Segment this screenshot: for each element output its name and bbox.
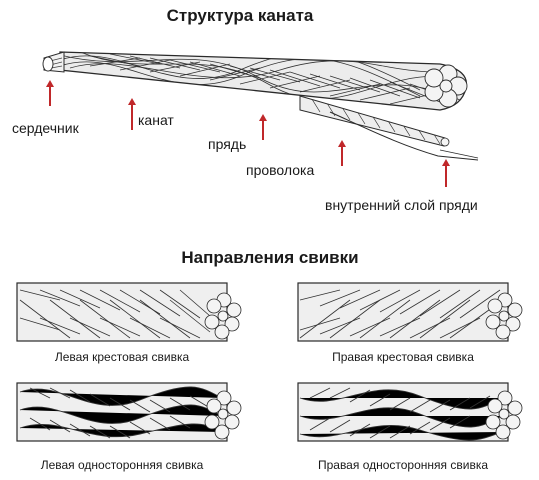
- arrow-wire: [338, 140, 346, 166]
- rope-lay-lines: [60, 52, 461, 105]
- lay-sample-2: [297, 282, 523, 342]
- lay-sample-1: [16, 282, 242, 342]
- label-inner-layer: внутренний слой пряди: [325, 197, 478, 213]
- arrow-rope: [128, 98, 136, 130]
- caption-left-lang-lay: Левая односторонняя свивка: [40, 458, 204, 472]
- strand-out: [299, 95, 479, 161]
- lay-sample-3: [16, 382, 242, 442]
- caption-right-cross-lay: Правая крестовая свивка: [332, 350, 474, 364]
- rope-end-section: [424, 64, 468, 108]
- label-wire: проволока: [246, 162, 315, 178]
- arrow-core: [46, 80, 54, 106]
- arrow-inner-layer: [442, 159, 450, 187]
- label-core: сердечник: [12, 120, 79, 136]
- lay-directions-title: Направления свивки: [181, 248, 359, 267]
- label-rope: канат: [138, 112, 174, 128]
- structure-title: Структура каната: [166, 6, 314, 25]
- lay-sample-4-end: [485, 390, 523, 440]
- rope-body: [42, 51, 468, 111]
- caption-left-cross-lay: Левая крестовая свивка: [54, 350, 190, 364]
- core-end: [42, 51, 65, 73]
- arrow-strand: [259, 114, 267, 140]
- lay-sample-2-end: [485, 292, 523, 340]
- label-strand: прядь: [208, 136, 247, 152]
- caption-right-lang-lay: Правая односторонняя свивка: [317, 458, 489, 472]
- lay-sample-3-end: [204, 390, 242, 440]
- lay-sample-1-end: [204, 292, 242, 340]
- lay-sample-4: [297, 382, 523, 442]
